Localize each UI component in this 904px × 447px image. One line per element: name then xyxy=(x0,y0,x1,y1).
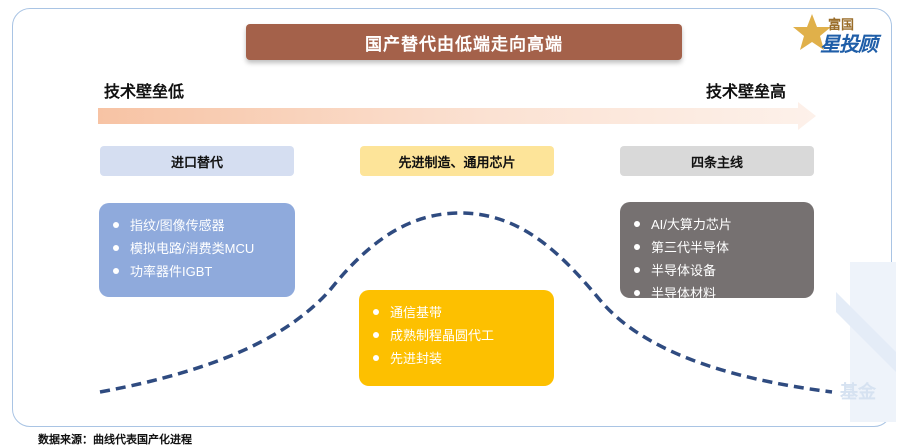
high-barrier-label: 技术壁垒高 xyxy=(706,84,787,101)
bullet-icon xyxy=(113,244,119,251)
bullet-icon xyxy=(113,267,119,274)
list-item: 通信基带 xyxy=(373,300,554,323)
list-item: AI/大算力芯片 xyxy=(634,212,814,235)
bullet-icon xyxy=(113,221,119,228)
list-item: 第三代半导体 xyxy=(634,235,814,258)
item-label: 半导体设备 xyxy=(651,263,717,278)
item-label: 指纹/图像传感器 xyxy=(130,218,225,233)
item-label: 通信基带 xyxy=(390,305,443,320)
box-four-main-lines: AI/大算力芯片 第三代半导体 半导体设备 半导体材料 xyxy=(620,202,814,301)
category-advanced-manufacturing: 先进制造、通用芯片 xyxy=(360,146,554,176)
box-advanced-manufacturing: 通信基带 成熟制程晶圆代工 先进封装 xyxy=(359,290,554,386)
box-import-substitution: 指纹/图像传感器 模拟电路/消费类MCU 功率器件IGBT xyxy=(99,203,295,297)
category-four-main-lines: 四条主线 xyxy=(620,146,814,176)
list-item: 功率器件IGBT xyxy=(113,259,295,282)
bullet-icon xyxy=(373,331,379,338)
item-label: 先进封装 xyxy=(390,351,443,366)
bullet-icon xyxy=(373,308,379,315)
list-item: 半导体材料 xyxy=(634,281,814,304)
diagram-title: 国产替代由低端走向高端 xyxy=(246,24,682,60)
star-icon xyxy=(793,14,831,50)
item-label: 半导体材料 xyxy=(651,286,717,301)
watermark-graphic xyxy=(836,262,896,422)
item-label: AI/大算力芯片 xyxy=(651,217,732,232)
list-item: 模拟电路/消费类MCU xyxy=(113,236,295,259)
bullet-icon xyxy=(634,243,640,250)
bullet-icon xyxy=(634,289,640,296)
list-item: 先进封装 xyxy=(373,346,554,369)
category-import-substitution: 进口替代 xyxy=(100,146,294,176)
watermark-text: 基金 xyxy=(840,382,876,402)
brand-logo: 富国 星投顾 xyxy=(792,12,882,56)
list-item: 半导体设备 xyxy=(634,258,814,281)
low-barrier-label: 技术壁垒低 xyxy=(104,84,185,101)
item-label: 第三代半导体 xyxy=(651,240,730,255)
item-label: 成熟制程晶圆代工 xyxy=(390,328,495,343)
bullet-icon xyxy=(634,220,640,227)
list-item: 指纹/图像传感器 xyxy=(113,213,295,236)
list-item: 成熟制程晶圆代工 xyxy=(373,323,554,346)
item-label: 模拟电路/消费类MCU xyxy=(130,241,255,256)
item-label: 功率器件IGBT xyxy=(130,264,213,279)
bullet-icon xyxy=(634,266,640,273)
gradient-arrow xyxy=(98,102,816,130)
bullet-icon xyxy=(373,354,379,361)
logo-main-text: 星投顾 xyxy=(820,34,878,56)
data-source-note: 数据来源：曲线代表国产化进程 xyxy=(38,434,192,446)
logo-top-text: 富国 xyxy=(828,17,855,32)
